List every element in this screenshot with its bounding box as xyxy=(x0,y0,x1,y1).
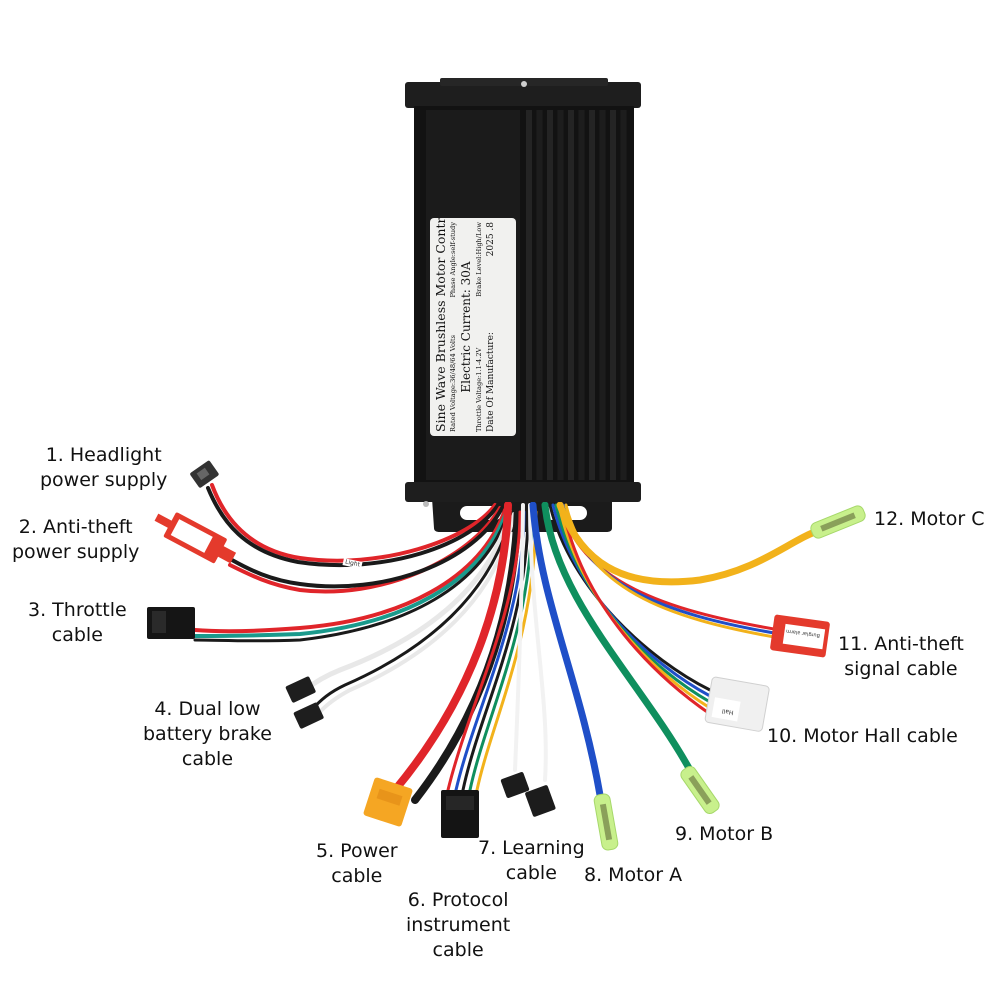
heatsink-fin xyxy=(599,110,606,480)
callout-line: 11. Anti-theft xyxy=(838,633,964,655)
label-throttle-row: Throttle Voltage:1.1-4.2V Brake Level:Hi… xyxy=(474,222,485,432)
callout-line: 12. Motor C xyxy=(874,508,985,530)
callout-line: cable xyxy=(432,939,484,961)
protocol-connector xyxy=(441,790,479,838)
callout-line: 5. Power xyxy=(316,840,398,862)
callout-line: 6. Protocol xyxy=(407,889,509,911)
throttle-connector xyxy=(147,607,195,639)
callout-antitheft-signal-cable: 11. Anti-theft signal cable xyxy=(838,632,964,682)
motor-b-green-wire xyxy=(541,501,694,774)
label-phase-angle: Phase Angle:self-study xyxy=(449,222,457,298)
callout-line: power supply xyxy=(12,541,140,563)
callout-motor-a: 8. Motor A xyxy=(584,863,682,888)
callout-line: signal cable xyxy=(844,658,958,680)
wire-bundle xyxy=(193,483,824,804)
heatsink-fins xyxy=(526,110,627,480)
callout-power-cable: 5. Power cable xyxy=(316,839,398,889)
heatsink-fin xyxy=(578,110,585,480)
throttle-black-wire xyxy=(193,508,511,643)
callout-motor-c: 12. Motor C xyxy=(874,507,984,532)
brake-white-wire-2 xyxy=(316,512,516,716)
power-red-wire xyxy=(391,501,512,794)
callout-line: 10. Motor Hall cable xyxy=(767,725,958,747)
motor-c-terminal xyxy=(810,505,866,539)
callout-line: cable xyxy=(505,862,557,884)
label-voltage-row: Rated Voltage:36/48/64 Volts Phase Angle… xyxy=(448,222,459,432)
callout-headlight-power-supply: 1. Headlight power supply xyxy=(40,443,167,493)
protocol-wires xyxy=(475,510,538,792)
callout-line: 3. Throttle xyxy=(28,599,127,621)
throttle-teal-wire xyxy=(193,508,509,638)
label-date-caption: Date Of Manufacture: xyxy=(486,332,496,432)
bottom-end-cap xyxy=(405,482,641,502)
heatsink-fin xyxy=(547,110,553,480)
throttle-red-wire xyxy=(193,508,507,634)
learning-white-wire-1 xyxy=(513,503,525,772)
learning-white-wire-2 xyxy=(528,503,548,782)
callout-antitheft-power-supply: 2. Anti-theft power supply xyxy=(12,515,139,565)
heatsink-fin xyxy=(526,110,532,480)
antitheft-power-connector xyxy=(154,512,237,564)
heatsink-fin xyxy=(620,110,627,480)
learning-connector xyxy=(500,772,556,817)
xt-power-connector xyxy=(363,777,413,827)
label-brake-level: Brake Level:High/Low xyxy=(475,222,483,297)
heatsink-fin xyxy=(557,110,564,480)
callout-line: 8. Motor A xyxy=(584,864,683,886)
brake-connectors xyxy=(285,676,324,729)
headlight-connector xyxy=(190,460,219,488)
callout-line: 1. Headlight xyxy=(45,444,162,466)
motor-b-terminal xyxy=(680,765,720,815)
hall-connector xyxy=(704,676,770,732)
callout-motor-b: 9. Motor B xyxy=(675,822,773,847)
headlight-black-wire xyxy=(206,486,500,567)
callout-line: cable xyxy=(331,865,383,887)
callout-protocol-instrument-cable: 6. Protocol instrument cable xyxy=(406,888,510,963)
callout-line: 2. Anti-theft xyxy=(18,516,133,538)
hall-wires xyxy=(560,503,712,716)
heatsink-fin xyxy=(589,110,595,480)
label-rated-voltage: Rated Voltage:36/48/64 Volts xyxy=(449,334,457,432)
callout-line: battery brake xyxy=(143,723,272,745)
antitheft-signal-connector xyxy=(770,614,830,658)
brake-black-wire xyxy=(310,510,514,712)
callout-line: 7. Learning xyxy=(478,837,585,859)
label-title: Sine Wave Brushless Motor Controller xyxy=(433,218,448,432)
motor-c-yellow-wire xyxy=(556,501,824,586)
headlight-red-wire xyxy=(210,483,497,563)
callout-line: 4. Dual low xyxy=(154,698,261,720)
callout-dual-low-battery-brake-cable: 4. Dual low battery brake cable xyxy=(143,697,272,772)
motor-a-terminal xyxy=(593,793,619,851)
antitheft-power-black-wire xyxy=(230,506,504,589)
callout-line: instrument xyxy=(406,914,511,936)
top-end-cap xyxy=(405,82,641,108)
callout-motor-hall-cable: 10. Motor Hall cable xyxy=(767,724,958,749)
callout-line: cable xyxy=(181,748,234,770)
motor-a-blue-wire xyxy=(529,501,604,799)
heatsink-fin xyxy=(568,110,574,480)
label-electric-current: Electric Current: 30A xyxy=(459,261,473,393)
heatsink-fin xyxy=(536,110,543,480)
callout-line: 9. Motor B xyxy=(675,823,774,845)
callout-line: cable xyxy=(51,624,103,646)
callout-throttle-cable: 3. Throttle cable xyxy=(28,598,127,648)
callout-learning-cable: 7. Learning cable xyxy=(478,836,585,886)
label-date-value: 2025 .8 xyxy=(486,222,496,257)
antitheft-power-red-wire xyxy=(228,506,502,594)
label-date-row: Date Of Manufacture: 2025 .8 xyxy=(485,222,498,432)
brake-white-wire-1 xyxy=(302,509,513,693)
callout-line: power supply xyxy=(40,469,168,491)
heatsink-fin xyxy=(610,110,616,480)
controller-spec-label: Sine Wave Brushless Motor Controller Rat… xyxy=(430,218,516,436)
label-throttle-voltage: Throttle Voltage:1.1-4.2V xyxy=(475,347,483,432)
